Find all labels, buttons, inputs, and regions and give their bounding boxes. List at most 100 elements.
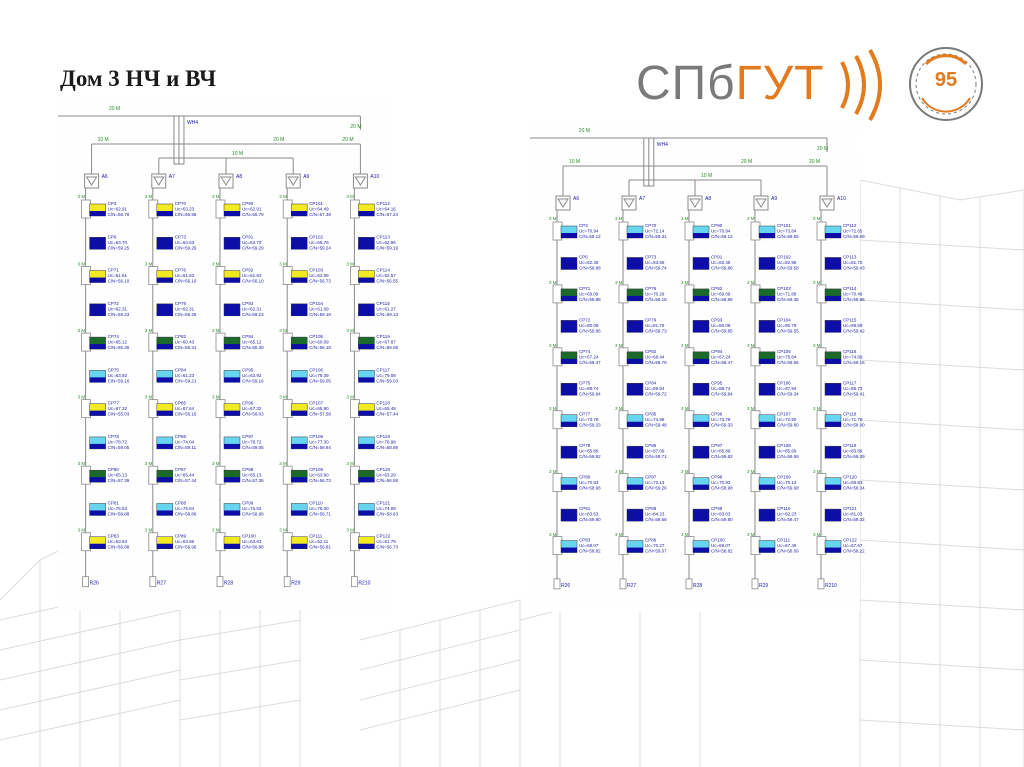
outlet-cn-value: C/N=56.81 [309,545,331,550]
outlet-block-base [358,543,375,549]
outlet-block-base [627,421,643,427]
outlet-label: CP86 [645,443,657,448]
tap-icon [618,347,629,367]
amplifier-icon [152,176,165,186]
amplifier-label: A10 [370,174,379,180]
outlet-label: CP119 [376,434,390,439]
outlet-cn-value: C/N=56.73 [309,478,331,483]
outlet-cn-value: C/N=59.32 [843,517,865,522]
tap-icon [81,399,92,419]
outlet-block-base [627,264,643,270]
cable-label: 20 M [817,146,828,152]
outlet-block-base [693,233,709,238]
outlet-uc-value: Uc=61.63 [242,273,262,278]
outlet-uc-value: Uc=67.32 [108,406,128,411]
cable-label: 3 M [78,528,86,533]
outlet-cn-value: C/N=58.22 [843,549,865,554]
tap-icon [215,332,226,352]
cable-label: 20 M [350,124,361,130]
outlet-label: CP70 [645,223,657,228]
amplifier-label: A6 [573,196,579,202]
outlet-label: CP74 [108,334,120,339]
outlet-block-base [825,264,841,270]
outlet-label: CP106 [777,380,791,385]
outlet-label: CP93 [711,317,723,322]
outlet-label: CP113 [843,254,857,259]
tap-icon [816,536,827,555]
outlet-block-base [291,310,308,316]
outlet-block-base [627,358,643,364]
outlet-block-base [627,484,643,490]
outlet-uc-value: Uc=61.09 [309,306,329,311]
outlet-block-base [224,244,240,250]
outlet-block-base [291,443,308,449]
cable-label: 3 M [615,343,623,348]
terminator-icon [149,576,157,588]
outlet-label: CP105 [309,334,323,339]
outlet-label: CP94 [711,349,723,354]
outlet-uc-value: Uc=67.67 [843,543,863,548]
outlet-uc-value: Uc=63.70 [242,240,262,245]
cable-label: 3 M [615,469,623,474]
cable-label: 3 M [279,395,287,400]
outlet-uc-value: Uc=62.31 [108,306,128,311]
outlet-uc-value: Uc=72.90 [777,417,797,422]
outlet-label: CP112 [376,201,390,206]
tap-icon [81,332,92,352]
outlet-cn-value: C/N=55.36 [108,345,130,350]
outlet-cn-value: C/N=59.47 [777,517,799,522]
outlet-uc-value: Uc=71.89 [777,291,797,296]
amplifier-icon [689,198,701,208]
outlet-uc-value: Uc=64.16 [376,207,396,212]
outlet-cn-value: C/N=58.86 [175,511,197,516]
tap-icon [282,465,293,485]
tap-icon [148,532,159,552]
outlet-block-base [561,547,577,553]
outlet-label: CP85 [645,412,657,417]
cable-label: 3 M [747,406,755,411]
cable-label: 3 M [615,216,623,221]
outlet-uc-value: Uc=64.63 [175,240,195,245]
outlet-block-base [156,510,173,516]
outlet-label: CP76 [175,268,187,273]
outlet-uc-value: Uc=70.94 [711,229,731,234]
outlet-uc-value: Uc=65.13 [108,473,128,478]
outlet-uc-value: Uc=85.89 [579,449,599,454]
outlet-label: CP99 [711,506,723,511]
cable-label: 3 M [346,528,354,533]
outlet-label: CP120 [843,475,857,480]
cable-label: 3 M [212,528,220,533]
cable-label: 3 M [681,216,689,221]
tap-icon [81,199,92,219]
amplifier-label: A7 [639,196,645,202]
outlet-block-base [825,327,841,333]
outlet-label: CP104 [309,301,323,306]
outlet-block-base [291,211,308,216]
cable-label: 3 M [279,461,287,466]
amplifier-icon [85,176,98,186]
outlet-uc-value: Uc=79.08 [376,373,396,378]
cable-label: 3 M [681,280,689,285]
signal-waves-icon [840,49,882,121]
outlet-cn-value: C/N=59.68 [777,486,799,491]
outlet-block-base [693,516,709,522]
terminator-icon [350,576,358,588]
tap-icon [684,347,695,367]
logo-text-right: ГУТ [735,57,825,110]
outlet-uc-value: Uc=60.43 [175,340,195,345]
outlet-cn-value: C/N=59.71 [645,454,667,459]
outlet-uc-value: Uc=89.59 [843,323,863,328]
outlet-uc-value: Uc=83.03 [711,512,731,517]
outlet-uc-value: Uc=76.84 [175,506,195,511]
tap-icon [349,332,360,352]
outlet-label: CP100 [242,534,256,539]
terminator-label: R26 [561,583,570,589]
outlet-label: CP73 [645,254,657,259]
tap-icon [618,410,629,430]
outlet-uc-value: Uc=79.39 [309,373,329,378]
outlet-block-base [759,516,775,522]
outlet-cn-value: C/N=59.11 [175,445,197,450]
cable-label: 20 M [579,128,590,134]
outlet-cn-value: C/N=58.08 [376,345,398,350]
cable-label: 3 M [78,328,86,333]
